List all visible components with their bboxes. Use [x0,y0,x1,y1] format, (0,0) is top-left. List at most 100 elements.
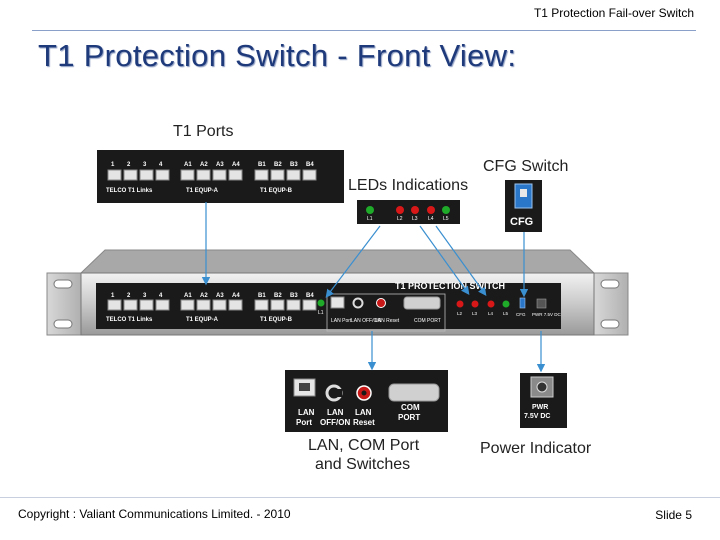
chassis-pwr-jack-icon [536,298,547,309]
chassis-group-equp-b: T1 EQUP-B [260,317,293,323]
rj-port-icon [212,169,227,181]
chassis-lan-reset-label: LAN Reset [375,318,400,324]
lan-panel-lan-port-1: LAN [298,408,315,417]
port-number-label: B2 [274,293,282,299]
port-number-label: B3 [290,293,298,299]
lan-panel-reset-1: LAN [355,408,372,417]
chassis-led-l3-label: L3 [472,311,478,316]
ports-group-equp-a: T1 EQUP-A [186,188,219,194]
device-name: T1 PROTECTION SWITCH [395,281,505,291]
led-l4-icon [427,206,435,214]
port-number-label: A2 [200,162,208,168]
rj-port-icon [123,169,138,181]
chassis-led-l3-icon [471,300,479,308]
port-number-label: 3 [143,162,147,168]
lan-panel-com-1: COM [401,403,420,412]
port-number-label: A4 [232,293,240,299]
led-l5-icon [442,206,450,214]
header-rule [32,30,696,31]
pwr-panel-label-2: 7.5V DC [524,413,550,420]
rj-port-icon [302,169,317,181]
footer-rule [0,497,720,498]
callout-cfg-switch: CFG Switch [483,158,569,175]
lan-reset-icon [376,298,386,308]
rj-port-icon [228,169,243,181]
chassis-group-telco: TELCO T1 Links [106,317,153,323]
rj-port-icon [212,299,227,311]
rj-port-icon [107,169,122,181]
footer-slide-number: Slide 5 [655,508,692,522]
led-panel-label-l4: L4 [428,216,434,222]
port-number-label: A3 [216,162,224,168]
ports-group-telco: TELCO T1 Links [106,188,153,194]
header-title: T1 Protection Fail-over Switch [533,6,694,20]
lan-onoff-icon [352,297,364,309]
port-number-label: A2 [200,293,208,299]
chassis-led-l4-icon [487,300,495,308]
led-panel-label-l3: L3 [412,216,418,222]
port-number-label: B1 [258,162,266,168]
port-number-label: B2 [274,162,282,168]
callout-t1-ports: T1 Ports [173,123,234,140]
led-panel-label-l2: L2 [397,216,403,222]
led-panel: L1 L2 L3 L4 L5 [357,200,460,224]
lan-panel-com-2: PORT [398,413,420,422]
chassis-cfg-switch-icon [519,297,526,309]
port-number-label: B4 [306,162,314,168]
rj-port-icon [123,299,138,311]
port-number-label: 4 [159,162,163,168]
chassis-led-l4-label: L4 [488,311,494,316]
chassis-led-l1-label: L1 [318,310,324,316]
chassis-cfg-label: CFG [516,312,526,317]
chassis-lan-port-label: LAN Port [331,318,352,324]
callout-arrows [201,202,546,373]
port-number-label: 3 [143,293,147,299]
pwr-panel: PWR 7.5V DC [520,373,567,428]
port-number-label: 1 [111,293,115,299]
lan-com-panel: LAN Port LAN OFF/ON LAN Reset COM PORT [285,370,448,432]
chassis-group-equp-a: T1 EQUP-A [186,317,219,323]
port-number-label: 1 [111,162,115,168]
rj-port-icon [286,169,301,181]
port-number-label: A3 [216,293,224,299]
rj-port-icon [302,299,317,311]
ports-group-equp-b: T1 EQUP-B [260,188,293,194]
callout-leds: LEDs Indications [348,177,469,194]
port-number-label: B3 [290,162,298,168]
port-number-label: A4 [232,162,240,168]
footer-copyright: Copyright : Valiant Communications Limit… [18,507,291,521]
chassis-pwr-label: PWR 7.5V DC [532,312,562,317]
slide-title: T1 Protection Switch - Front View: [38,38,517,73]
t1-ports-panel: 1 2 3 4 A1 A2 A3 A4 B1 B2 B3 B4 TELCO T1 Links T1 E… [97,150,344,203]
rj-port-icon [155,299,170,311]
rj-port-icon [180,169,195,181]
port-number-label: A1 [184,162,192,168]
chassis-led-l2-icon [456,300,464,308]
lan-panel-onoff-1: LAN [327,408,344,417]
rj-port-icon [270,299,285,311]
port-number-label: B1 [258,293,266,299]
chassis-led-l2-label: L2 [457,311,463,316]
callout-power-indicator: Power Indicator [480,440,592,457]
chassis-led-l5-icon [502,300,510,308]
lan-port-icon [330,296,345,309]
rj-port-icon [270,169,285,181]
chassis-lan-onoff-label: LAN OFF/ON [351,318,381,324]
rj-port-icon [228,299,243,311]
rj-port-icon [180,299,195,311]
rj-port-icon [286,299,301,311]
chassis-led-l1-icon [317,299,325,307]
pwr-panel-label-1: PWR [532,404,548,411]
cfg-panel-label: CFG [510,216,533,228]
rj-port-icon [196,169,211,181]
port-number-label: 2 [127,162,131,168]
rj-port-icon [107,299,122,311]
led-l3-icon [411,206,419,214]
led-panel-label-l1: L1 [367,216,373,222]
chassis-led-l5-label: L5 [503,311,509,316]
rj-port-icon [155,169,170,181]
com-port-icon [403,296,441,310]
lan-panel-reset-2: Reset [353,418,375,427]
